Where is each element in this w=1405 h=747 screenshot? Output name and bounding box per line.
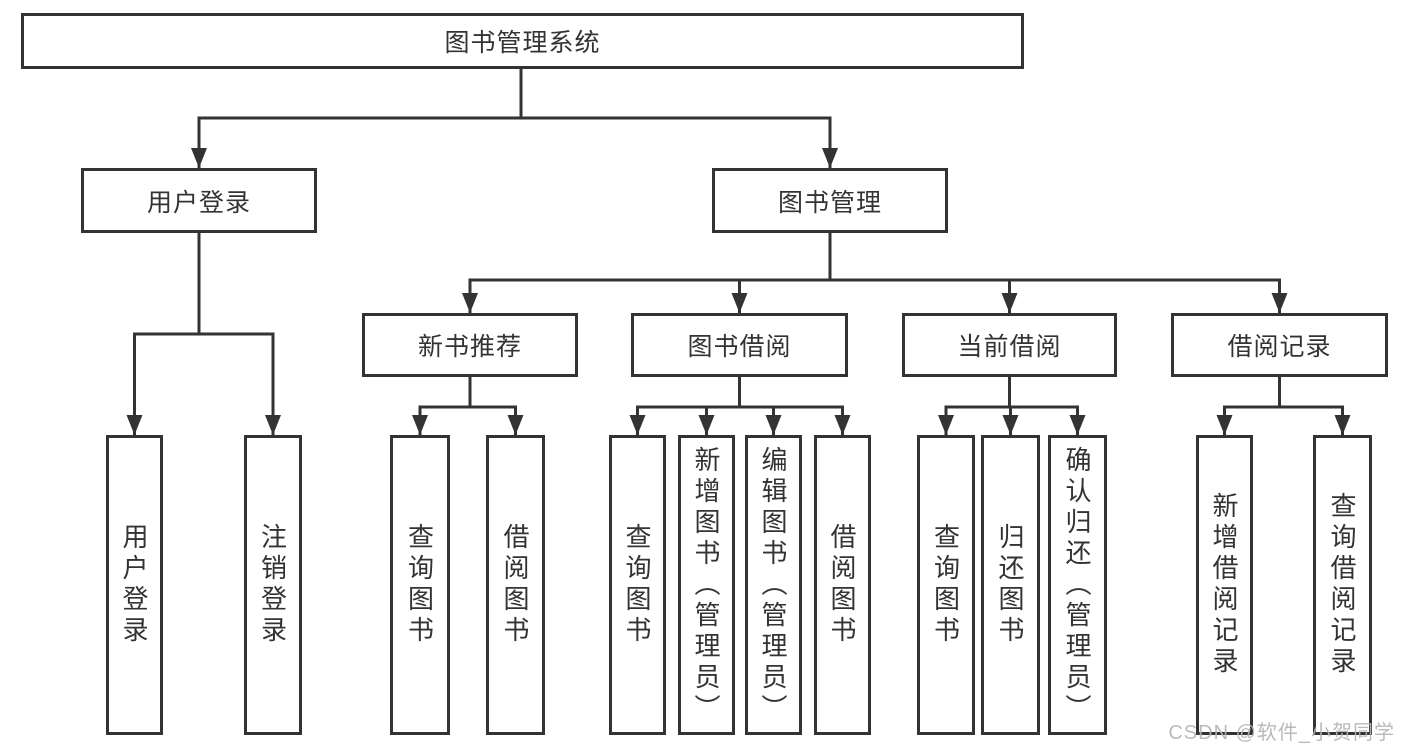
node-root: 图书管理系统 [21,13,1024,69]
node-user-login-label: 用户登录 [146,188,251,217]
watermark: CSDN @软件_小贺同学 [1168,722,1395,744]
leaf-confirm-return-admin: 确认归还（管理员） [1048,435,1107,735]
node-user-login: 用户登录 [81,168,317,233]
leaf-query-borrow-record-label: 查询借阅记录 [1327,492,1357,678]
leaf-query-books-borrow-label: 查询图书 [622,523,652,647]
connector-root-to-level2 [191,67,838,170]
leaf-borrow-books-newbook: 借阅图书 [486,435,545,735]
connector-new-book-branch [412,375,524,437]
node-current-borrowing-label: 当前借阅 [957,333,1062,361]
node-book-management-label: 图书管理 [777,188,882,217]
leaf-add-book-admin-label: 新增图书（管理员） [691,445,721,725]
leaf-query-books-borrow: 查询图书 [609,435,666,735]
connector-borrow-records-branch [1216,375,1351,437]
leaf-edit-book-admin-label: 编辑图书（管理员） [758,445,788,725]
node-current-borrowing: 当前借阅 [902,313,1117,377]
connector-book-borrow-branch [629,375,851,437]
leaf-confirm-return-admin-label: 确认归还（管理员） [1062,445,1092,725]
leaf-borrow-books-newbook-label: 借阅图书 [500,523,530,647]
node-root-label: 图书管理系统 [444,29,601,57]
leaf-edit-book-admin: 编辑图书（管理员） [745,435,802,735]
leaf-query-books-newbook: 查询图书 [390,435,450,735]
connector-user-login-branch [126,231,281,437]
node-book-borrowing: 图书借阅 [631,313,848,377]
node-borrowing-records-label: 借阅记录 [1227,333,1332,361]
leaf-add-borrow-record: 新增借阅记录 [1196,435,1253,735]
leaf-borrow-books-label: 借阅图书 [827,523,857,647]
leaf-return-book-label: 归还图书 [995,523,1025,647]
leaf-query-books-current-label: 查询图书 [930,523,961,647]
leaf-add-borrow-record-label: 新增借阅记录 [1209,492,1239,678]
node-new-book-recommend-label: 新书推荐 [417,333,522,361]
leaf-borrow-books: 借阅图书 [814,435,871,735]
node-new-book-recommend: 新书推荐 [362,313,578,377]
node-book-management: 图书管理 [712,168,948,233]
leaf-query-books-current: 查询图书 [917,435,975,735]
leaf-user-login-label: 用户登录 [119,523,149,647]
leaf-query-borrow-record: 查询借阅记录 [1313,435,1372,735]
connector-book-management-branch [462,231,1288,315]
leaf-user-login: 用户登录 [106,435,163,735]
leaf-logout: 注销登录 [244,435,302,735]
leaf-logout-label: 注销登录 [257,523,288,647]
leaf-query-books-newbook-label: 查询图书 [404,523,435,647]
leaf-return-book: 归还图书 [981,435,1040,735]
node-borrowing-records: 借阅记录 [1171,313,1388,377]
leaf-add-book-admin: 新增图书（管理员） [678,435,735,735]
node-book-borrowing-label: 图书借阅 [687,333,792,361]
connector-current-borrow-branch [938,375,1086,437]
